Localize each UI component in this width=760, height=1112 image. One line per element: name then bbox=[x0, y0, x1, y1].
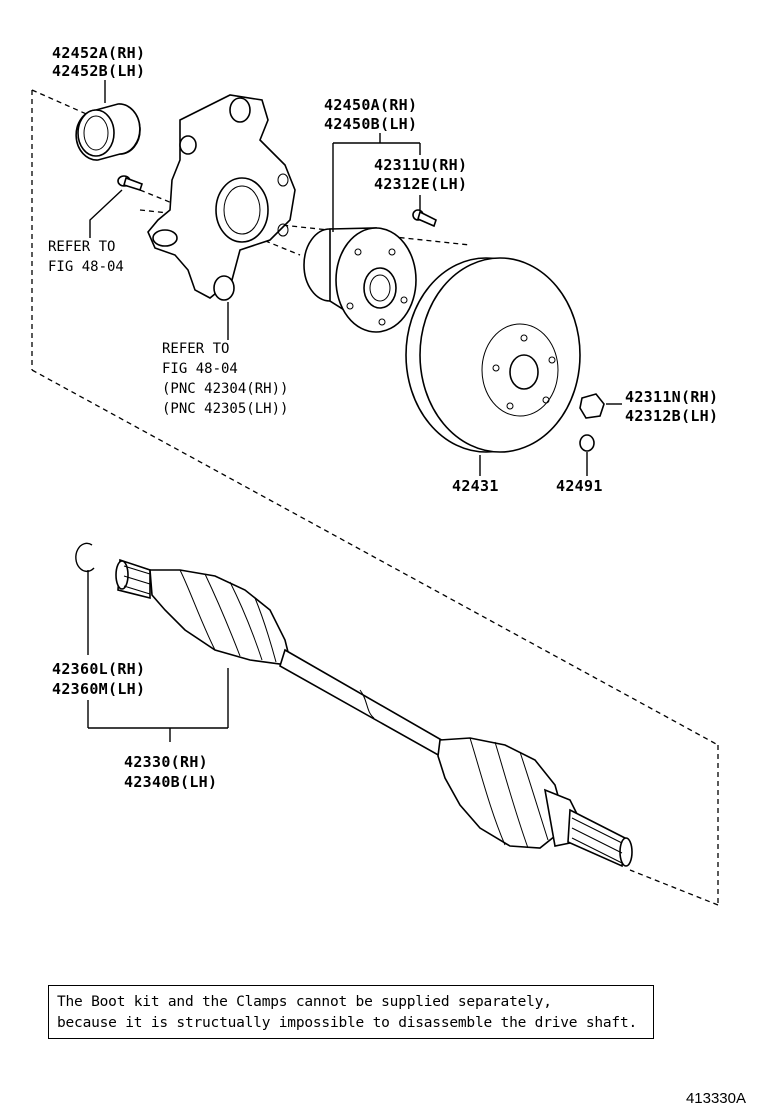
label-fig-48-04-2: FIG 48-04 bbox=[162, 361, 238, 377]
assembly-outline bbox=[31, 89, 719, 906]
label-refer-to-1: REFER TO bbox=[48, 239, 115, 255]
label-42360l: 42360L(RH) bbox=[52, 660, 145, 678]
label-42450a: 42450A(RH) bbox=[324, 96, 417, 114]
supply-note-box: The Boot kit and the Clamps cannot be su… bbox=[48, 985, 654, 1039]
brake-disc-part bbox=[405, 257, 581, 453]
label-pnc-42304: (PNC 42304(RH)) bbox=[162, 381, 288, 397]
label-42340b: 42340B(LH) bbox=[124, 773, 217, 791]
label-refer-to-2: REFER TO bbox=[162, 341, 229, 357]
label-42360m: 42360M(LH) bbox=[52, 680, 145, 698]
label-42311u: 42311U(RH) bbox=[374, 156, 467, 174]
label-42312b: 42312B(LH) bbox=[625, 407, 718, 425]
label-42312e: 42312E(LH) bbox=[374, 175, 467, 193]
label-pnc-42305: (PNC 42305(LH)) bbox=[162, 401, 288, 417]
knuckle-part bbox=[147, 94, 296, 301]
label-42450b: 42450B(LH) bbox=[324, 115, 417, 133]
label-42491: 42491 bbox=[556, 477, 603, 495]
supply-note-line-2: because it is structually impossible to … bbox=[57, 1015, 638, 1031]
label-42311n: 42311N(RH) bbox=[625, 388, 718, 406]
illustration-code: 413330A bbox=[685, 1090, 746, 1107]
hub-bearing-part bbox=[303, 227, 417, 333]
leader-lines bbox=[87, 80, 622, 742]
label-42452b: 42452B(LH) bbox=[52, 62, 145, 80]
bolt-left-part bbox=[117, 175, 144, 191]
hub-bolt-part bbox=[412, 209, 437, 228]
label-fig-48-04-1: FIG 48-04 bbox=[48, 259, 124, 275]
label-42431: 42431 bbox=[452, 477, 499, 495]
supply-note-line-1: The Boot kit and the Clamps cannot be su… bbox=[57, 994, 552, 1010]
label-42452a: 42452A(RH) bbox=[52, 44, 145, 62]
seal-ring-part bbox=[75, 103, 141, 161]
label-42330: 42330(RH) bbox=[124, 753, 208, 771]
drive-shaft-part bbox=[115, 558, 633, 868]
cap-part bbox=[579, 434, 595, 452]
hub-nut-part bbox=[579, 393, 605, 419]
snap-ring-part bbox=[75, 542, 95, 573]
